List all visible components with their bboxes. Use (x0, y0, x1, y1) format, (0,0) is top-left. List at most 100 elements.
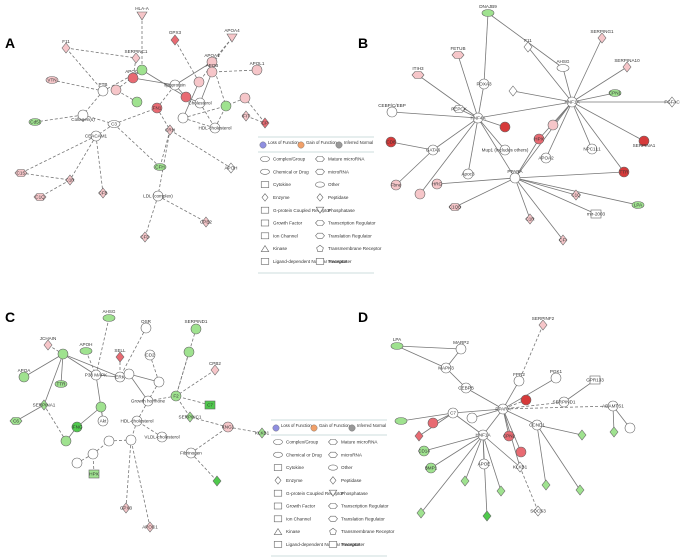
node-d_xg[interactable] (609, 426, 619, 438)
node-d_xk[interactable] (466, 412, 478, 424)
node-a_x7[interactable] (110, 84, 122, 96)
node-c_x6[interactable] (60, 435, 72, 447)
node-c_apoh[interactable]: APOH (79, 342, 93, 355)
node-d_xe[interactable] (575, 484, 585, 496)
node-a_ptb[interactable]: PTB (97, 82, 109, 97)
node-c_x5[interactable] (95, 401, 107, 413)
node-b_apoc[interactable]: Apoc3 (461, 168, 475, 180)
node-a_apoa4[interactable]: APOA4 (224, 28, 240, 43)
node-c_x3[interactable] (153, 376, 165, 388)
node-a_c1s[interactable]: C1S (14, 169, 28, 177)
node-d_c7[interactable]: C7 (447, 407, 459, 419)
node-c_sell[interactable]: SELL (114, 348, 126, 363)
node-c_fibrinogen[interactable]: Fibrinogen (180, 447, 202, 459)
node-d_cpn2[interactable]: CPN2 (503, 430, 516, 442)
node-a_x3[interactable] (136, 64, 148, 76)
node-b_hnf4a[interactable]: HNF4A (470, 112, 486, 124)
node-b_dnaib[interactable]: DNAJB9 (479, 4, 497, 17)
node-a_vtn[interactable]: VTN (45, 76, 59, 84)
node-a_x2[interactable] (193, 76, 205, 88)
node-d_xh[interactable] (482, 510, 492, 522)
node-c_x9[interactable] (103, 435, 115, 447)
node-b_ttr[interactable]: TTR (618, 166, 630, 178)
node-a_cfd[interactable]: CFD (140, 231, 150, 243)
node-a_crh[interactable]: CRH (165, 124, 175, 136)
node-a_ldl[interactable]: LDL (complex) (143, 190, 173, 202)
node-a_hla[interactable]: HLA-A (135, 6, 150, 21)
node-b_f11[interactable]: F11 (523, 38, 533, 53)
node-d_lpa[interactable]: LPA (390, 337, 404, 350)
node-c_ifng[interactable]: IFNG (72, 421, 83, 433)
node-d_ppara[interactable]: PPARA (495, 403, 512, 415)
node-c_p38[interactable]: P38 MAPK (85, 369, 108, 381)
node-a_cp[interactable]: CP (260, 117, 270, 129)
node-b_hpx[interactable]: HPX (533, 133, 545, 145)
node-a_c3[interactable]: C3 (107, 120, 121, 128)
node-c_x1[interactable] (57, 348, 69, 360)
node-a_x1[interactable] (180, 91, 192, 103)
node-a_cd5l[interactable]: Cd5l (28, 118, 42, 126)
node-b_fgfac[interactable]: FGFAC (664, 96, 680, 108)
node-c_kng1[interactable]: KNG1 (222, 421, 235, 433)
node-d_cd14[interactable]: CD14 (418, 445, 430, 457)
node-c_apoa[interactable]: APOA (18, 368, 32, 383)
node-b_x4[interactable] (547, 119, 559, 131)
node-a_ifit[interactable]: IFIT (241, 110, 251, 122)
node-c_akt[interactable]: Akt (97, 415, 109, 427)
node-d_xd[interactable] (541, 479, 551, 491)
node-b_fetub[interactable]: FETUB (450, 46, 466, 59)
node-b_c1qb[interactable]: C1QB (448, 203, 462, 211)
node-c_c7[interactable]: C7 (204, 400, 216, 410)
node-b_c1q[interactable]: C1Q (571, 189, 581, 201)
node-d_marp[interactable]: MARP2 (453, 340, 469, 355)
node-c_x4[interactable] (125, 434, 137, 446)
node-c_x10[interactable] (71, 457, 83, 469)
node-a_apoc3[interactable]: APOC3 (125, 69, 141, 84)
node-b_ahsg[interactable]: AHSG (556, 59, 570, 72)
node-a_apob[interactable]: APOB (206, 63, 219, 78)
node-c_jchain[interactable]: JCHAIN (40, 336, 57, 351)
node-c_x8[interactable] (183, 346, 195, 358)
node-d_xl[interactable] (520, 394, 532, 406)
node-c_growth[interactable]: Growth hormone (131, 395, 166, 407)
node-a_f11[interactable]: F11 (61, 39, 71, 54)
node-a_apoa1[interactable]: APOA1 (204, 53, 220, 68)
node-b_serpinai[interactable]: SERPINA1 (633, 135, 656, 148)
node-d_xj[interactable] (496, 485, 506, 497)
node-a_cfh[interactable]: CFH (153, 163, 167, 171)
node-d_xc[interactable] (460, 475, 470, 487)
node-a_x8[interactable] (177, 112, 189, 124)
node-b_hrg[interactable]: HRG (431, 178, 443, 190)
node-b_serpina10[interactable]: SERPINA10 (614, 58, 640, 73)
node-d_mapk[interactable]: MAPK3 (438, 362, 454, 374)
node-d_hnf1a[interactable]: HNF1A (475, 429, 491, 441)
node-b_npc1l1[interactable]: NPC1L1 (583, 143, 601, 155)
node-a_gpx3[interactable]: GPX3 (169, 30, 182, 46)
node-d_klkb1[interactable]: KLKB1 (513, 461, 528, 473)
node-b_x2[interactable] (499, 121, 511, 133)
node-a_apol1[interactable]: APOL1 (250, 61, 265, 76)
node-c_klkb1[interactable]: KLKB1 (255, 427, 270, 439)
node-b_apoa2[interactable]: APOA2 (538, 152, 554, 164)
node-b_x3[interactable] (508, 85, 518, 97)
node-a_cea[interactable]: CEACAM1 (85, 130, 108, 142)
node-c_cpb2[interactable]: CPB2 (209, 361, 221, 376)
node-a_serpinc1[interactable]: SERPINC1 (125, 49, 148, 64)
node-c_c6[interactable]: C6 (9, 417, 23, 425)
node-d_serpind1[interactable]: SERPIND1 (553, 396, 576, 408)
node-c_serpind1[interactable]: SERPIND1 (185, 319, 208, 335)
node-b_lpa[interactable]: LPA (631, 201, 645, 209)
node-d_xn[interactable] (427, 417, 439, 429)
node-c_x7[interactable] (87, 448, 99, 460)
node-d_cebp[interactable]: CEBPB (458, 382, 474, 394)
node-b_mir[interactable]: mir-2003 (587, 209, 606, 219)
node-a_c1r[interactable]: C1R (65, 174, 75, 186)
node-a_c1q[interactable]: C1Q (33, 193, 47, 201)
node-b_gata6[interactable]: GATA6 (426, 144, 441, 156)
node-d_gpr[interactable]: GPR133 (586, 375, 604, 385)
node-c_ahsg[interactable]: AHSG (102, 309, 116, 322)
node-a_cfb[interactable]: CFB (98, 187, 108, 199)
node-c_fgb[interactable] (212, 475, 222, 487)
node-b_ithi3[interactable]: ITIH3 (411, 66, 425, 79)
node-c_ttr[interactable]: TTR (54, 380, 68, 388)
